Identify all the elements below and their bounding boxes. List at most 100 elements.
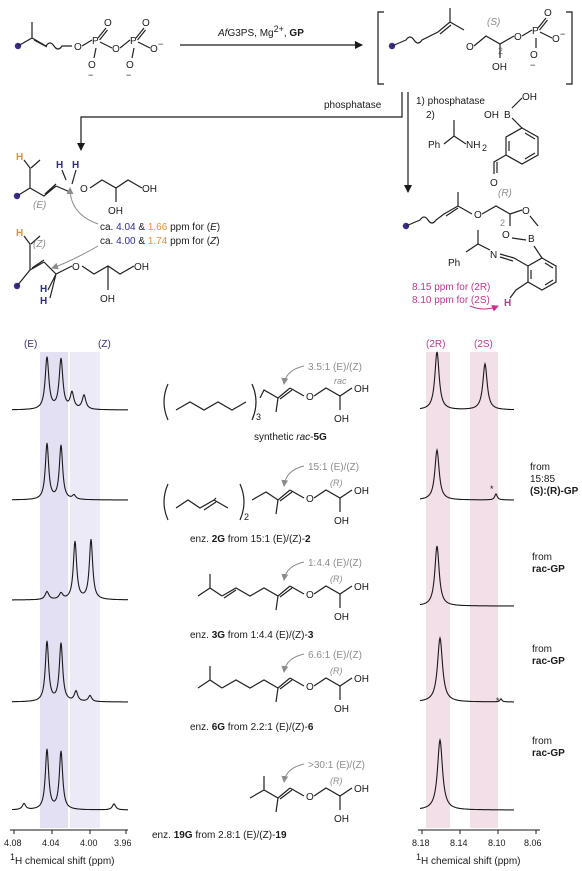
svg-text:O: O (104, 18, 112, 29)
shift-line-E: ca. 4.04 & 1.66 ppm for (E) (100, 222, 220, 233)
svg-text:enz. 6G from 2.2:1 (E)/(Z)-6: enz. 6G from 2.2:1 (E)/(Z)-6 (190, 722, 314, 733)
svg-text:O: O (502, 230, 510, 241)
svg-text:O: O (474, 210, 482, 221)
svg-text:OH: OH (134, 262, 149, 273)
svg-text:O: O (306, 392, 314, 403)
svg-text:O: O (544, 8, 552, 19)
reaction-conditions: AfG3PS, Mg2+, GP (217, 24, 304, 39)
svg-text:O: O (126, 60, 134, 71)
svg-text:H: H (504, 298, 511, 309)
svg-text:O: O (306, 792, 314, 803)
svg-text:OH: OH (354, 384, 369, 395)
2R-header: (2R) (426, 339, 445, 350)
svg-text:P: P (130, 36, 137, 47)
svg-text:(S): (S) (487, 17, 500, 28)
right-axis-ticks: 8.18 8.14 8.10 8.06 (412, 830, 542, 848)
svg-text:2: 2 (500, 218, 505, 228)
svg-text:(E): (E) (33, 200, 46, 211)
reaction-arrow-1: AfG3PS, Mg2+, GP (180, 24, 363, 49)
svg-text:O: O (80, 184, 88, 195)
svg-text:OH: OH (334, 704, 349, 715)
svg-text:3.96: 3.96 (114, 838, 132, 848)
left-axis-ticks: 4.08 4.04 4.00 3.96 (4, 830, 132, 848)
spectrum-right-3 (419, 545, 514, 607)
shift-line-Z: ca. 4.00 & 1.74 ppm for (Z) (100, 236, 220, 247)
svg-text:OH: OH (334, 612, 349, 623)
svg-text:O: O (552, 34, 560, 45)
svg-text:−: − (560, 29, 565, 39)
shift-line-2R: 8.15 ppm for (2R) (412, 282, 490, 293)
svg-text:−: − (530, 60, 535, 70)
svg-text:8.06: 8.06 (524, 838, 542, 848)
svg-text:8.18: 8.18 (412, 838, 430, 848)
left-product-E: H (E) H H O OH OH (13, 152, 157, 217)
svg-text:Ph: Ph (448, 258, 460, 269)
phosphatase-label: phosphatase (324, 100, 382, 111)
svg-text:(R): (R) (330, 776, 343, 786)
svg-text:OH: OH (522, 92, 537, 103)
E-header: (E) (24, 339, 37, 350)
step1-label: 1) phosphatase (416, 96, 485, 107)
svg-text:OH: OH (354, 674, 369, 685)
svg-text:8.14: 8.14 (450, 838, 468, 848)
svg-text:OH: OH (334, 814, 349, 825)
svg-text:synthetic rac-5G: synthetic rac-5G (254, 432, 327, 443)
svg-text:Ph: Ph (428, 140, 440, 151)
svg-text:OH: OH (334, 516, 349, 527)
2R-highlight-band (426, 352, 450, 828)
branch-arrows: phosphatase 1) phosphatase 2) (77, 92, 485, 193)
svg-text:P: P (92, 36, 99, 47)
svg-text:OH: OH (100, 294, 115, 305)
svg-text:rac: rac (334, 376, 347, 386)
svg-text:enz. 19G from 2.8:1 (E)/(Z)-19: enz. 19G from 2.8:1 (E)/(Z)-19 (152, 830, 287, 841)
svg-text:O: O (306, 590, 314, 601)
Z-header: (Z) (98, 339, 111, 350)
svg-text:enz. 3G from 1:4.4 (E)/(Z)-3: enz. 3G from 1:4.4 (E)/(Z)-3 (190, 630, 314, 641)
2S-header: (2S) (474, 339, 493, 350)
2S-highlight-band (470, 352, 498, 828)
svg-text:4.04: 4.04 (42, 838, 60, 848)
spectrum-left-3 (12, 539, 128, 601)
impurity-asterisk-2: * (490, 484, 494, 494)
impurity-asterisk-4: * (496, 696, 500, 706)
svg-text:H: H (40, 296, 47, 307)
svg-text:(Z): (Z) (33, 239, 46, 250)
svg-text:O: O (530, 50, 538, 61)
structure-3G: O (R) OH OH 1:4.4 (E)/(Z) enz. 3G from 1… (190, 558, 369, 641)
svg-text:N: N (490, 250, 497, 261)
right-spectra-panel: (2R) (2S) * * 8.18 8.14 8.10 8.06 1H che… (412, 339, 542, 867)
svg-text:(R): (R) (498, 188, 512, 199)
svg-text:O: O (306, 682, 314, 693)
svg-text:OH: OH (354, 784, 369, 795)
intermediate-bracketed: O (S) 2 OH O P O O− O− (377, 8, 573, 85)
svg-text:>30:1 (E)/(Z): >30:1 (E)/(Z) (308, 760, 365, 771)
svg-text:8.10: 8.10 (488, 838, 506, 848)
svg-text:2: 2 (482, 143, 487, 153)
structure-19G: O (R) OH OH >30:1 (E)/(Z) enz. 19G from … (152, 760, 369, 841)
svg-text:O: O (306, 494, 314, 505)
svg-text:−: − (88, 70, 93, 80)
svg-text:OH: OH (142, 184, 157, 195)
svg-text:6.6:1 (E)/(Z): 6.6:1 (E)/(Z) (308, 650, 362, 661)
svg-text:(R): (R) (330, 478, 343, 488)
left-axis-label: 1H chemical shift (ppm) (10, 852, 114, 867)
svg-text:H: H (16, 228, 23, 239)
svg-text:−: − (126, 70, 131, 80)
svg-text:H: H (56, 160, 63, 171)
svg-text:15:1 (E)/(Z): 15:1 (E)/(Z) (308, 462, 359, 473)
spectrum-left-4 (12, 640, 128, 703)
svg-text:2: 2 (244, 512, 249, 522)
svg-text:NH: NH (466, 140, 480, 151)
left-spectra-panel: (E) (Z) 4.08 4.04 4.00 3.96 1H chemical … (4, 339, 132, 867)
svg-text:OH: OH (484, 110, 499, 121)
spectrum-right-5 (419, 737, 514, 811)
structure-2G: 2 O (R) OH OH 15:1 (E)/(Z) enz. 2G from … (163, 462, 369, 545)
step2-label: 2) (426, 110, 435, 121)
svg-text:O: O (522, 206, 530, 217)
